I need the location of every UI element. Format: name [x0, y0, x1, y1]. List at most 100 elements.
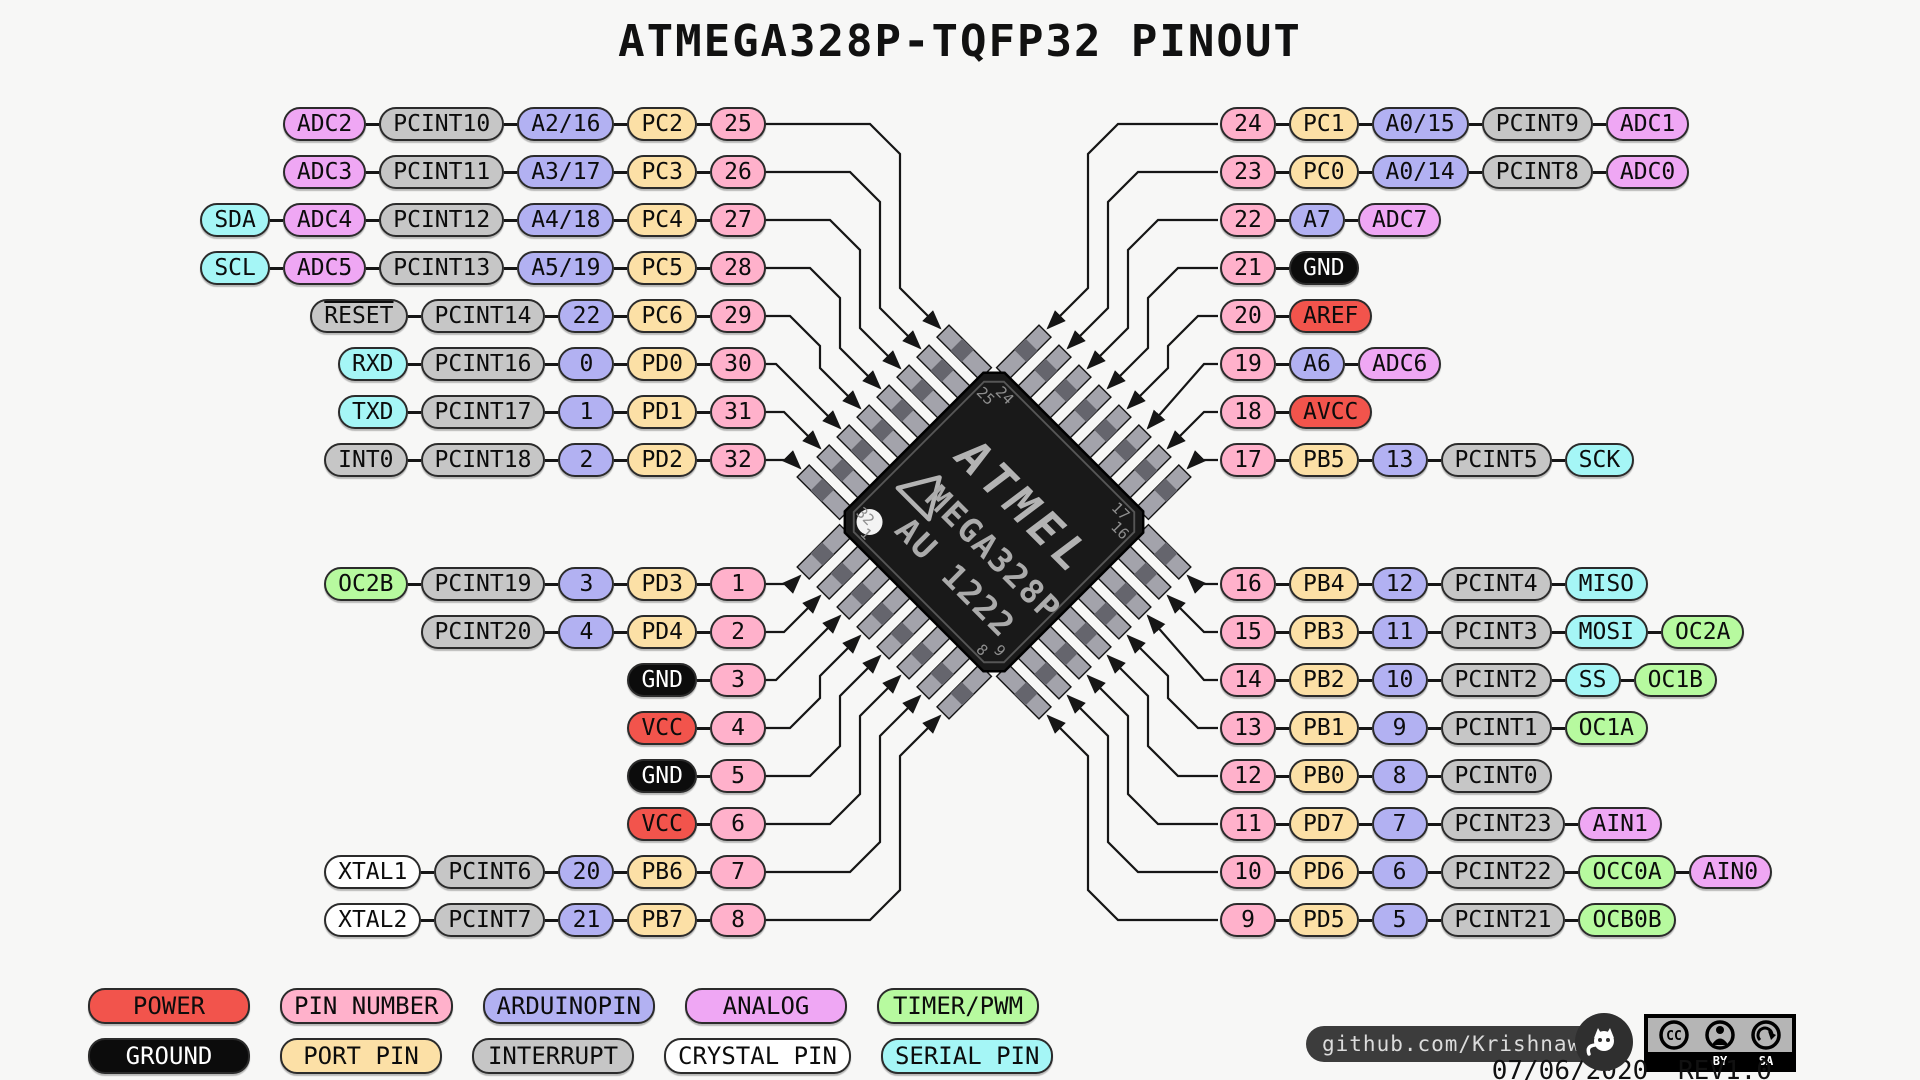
- pill-arduino-11: 11: [1371, 615, 1428, 649]
- pill-interrupt-pcint21: PCINT21: [1440, 903, 1566, 937]
- pill-pin-17: 17: [1220, 443, 1276, 477]
- connector-dash: [1358, 918, 1372, 922]
- connector-dash: [1427, 870, 1441, 874]
- pill-arduino-a5-19: A5/19: [517, 251, 615, 285]
- connector-line-right_bottom-6: [1086, 674, 1218, 826]
- pill-power-vcc: VCC: [627, 807, 697, 841]
- pill-pin-26: 26: [710, 155, 766, 189]
- pill-arduino-0: 0: [558, 347, 615, 381]
- pill-pin-12: 12: [1220, 759, 1276, 793]
- pill-interrupt-pcint16: PCINT16: [420, 347, 546, 381]
- pill-pin-16: 16: [1220, 567, 1276, 601]
- connector-dash: [697, 122, 710, 126]
- pill-pin-2: 2: [710, 615, 766, 649]
- connector-line-left_top-5: [762, 314, 862, 410]
- pill-arduino-a2-16: A2/16: [517, 107, 615, 141]
- connector-dash: [1345, 362, 1358, 366]
- pill-pin-3: 3: [710, 663, 766, 697]
- connector-dash: [1358, 678, 1372, 682]
- connector-line-left_top-3: [762, 218, 902, 370]
- connector-dash: [1427, 918, 1441, 922]
- pill-serial-miso: MISO: [1564, 567, 1649, 601]
- cc-sa-label: SA: [1759, 1054, 1774, 1068]
- connector-dash: [697, 410, 710, 414]
- connector-dash: [421, 870, 435, 874]
- connector-dash: [614, 918, 628, 922]
- pill-arduino-a4-18: A4/18: [517, 203, 615, 237]
- pill-pin-28: 28: [710, 251, 766, 285]
- connector-dash: [1648, 630, 1662, 634]
- connector-dash: [1592, 170, 1606, 174]
- connector-dash: [614, 410, 628, 414]
- connector-dash: [1551, 582, 1565, 586]
- pill-timer-oc1a: OC1A: [1564, 711, 1649, 745]
- connector-dash: [1427, 582, 1441, 586]
- share-alike-arrow-icon: [1756, 1026, 1774, 1042]
- pill-pin-14: 14: [1220, 663, 1276, 697]
- pill-serial-sck: SCK: [1564, 443, 1635, 477]
- connector-dash: [1276, 678, 1289, 682]
- pill-pin-11: 11: [1220, 807, 1276, 841]
- pill-arduino-a7: A7: [1289, 203, 1345, 237]
- pill-analog-adc3: ADC3: [282, 155, 367, 189]
- connector-dash: [1551, 458, 1565, 462]
- pill-arduino-22: 22: [558, 299, 615, 333]
- pill-pin-4: 4: [710, 711, 766, 745]
- pill-analog-adc6: ADC6: [1358, 347, 1442, 381]
- legend-arduino: ARDUINOPIN: [482, 988, 655, 1024]
- connector-line-right_bottom-2: [1166, 594, 1218, 634]
- pill-analog-adc1: ADC1: [1605, 107, 1690, 141]
- pill-interrupt-pcint1: PCINT1: [1440, 711, 1552, 745]
- connector-line-left_bottom-7: [762, 694, 922, 874]
- cc-by-label: BY: [1713, 1054, 1728, 1068]
- connector-dash: [1358, 774, 1372, 778]
- connector-dash: [614, 314, 628, 318]
- github-link[interactable]: github.com/Krishnawa: [1306, 1026, 1606, 1062]
- pill-ground-gnd: GND: [1289, 251, 1359, 285]
- connector-dash: [697, 870, 710, 874]
- connector-line-left_bottom-6: [762, 674, 902, 826]
- pill-interrupt-pcint17: PCINT17: [420, 395, 546, 429]
- connector-dash: [1358, 630, 1372, 634]
- pill-interrupt-pcint8: PCINT8: [1481, 155, 1593, 189]
- connector-dash: [1427, 678, 1441, 682]
- connector-dash: [614, 870, 628, 874]
- pill-ground-gnd: GND: [627, 663, 697, 697]
- connector-dash: [1551, 726, 1565, 730]
- connector-line-left_top-2: [762, 170, 922, 350]
- connector-dash: [366, 122, 380, 126]
- pill-crystal-xtal2: XTAL2: [324, 903, 422, 937]
- pin1-dot-marker: [856, 509, 883, 535]
- pill-pin-31: 31: [710, 395, 766, 429]
- connector-dash: [1427, 822, 1441, 826]
- connector-line-left_top-6: [762, 362, 842, 430]
- pill-interrupt-pcint5: PCINT5: [1440, 443, 1552, 477]
- connector-dash: [1276, 726, 1289, 730]
- connector-dash: [407, 458, 421, 462]
- pill-timer-occ0a: OCC0A: [1578, 855, 1676, 889]
- connector-line-left_top-4: [762, 266, 882, 390]
- connector-dash: [407, 314, 421, 318]
- connector-dash: [1276, 918, 1289, 922]
- connector-dash: [1276, 170, 1289, 174]
- pill-port-pd4: PD4: [627, 615, 697, 649]
- pill-analog-adc0: ADC0: [1605, 155, 1690, 189]
- connector-dash: [366, 266, 380, 270]
- pill-port-pd2: PD2: [627, 443, 697, 477]
- pill-pin-15: 15: [1220, 615, 1276, 649]
- pill-port-pb7: PB7: [627, 903, 697, 937]
- connector-line-right_top-4: [1106, 266, 1218, 390]
- legend-pin: PIN NUMBER: [280, 988, 453, 1024]
